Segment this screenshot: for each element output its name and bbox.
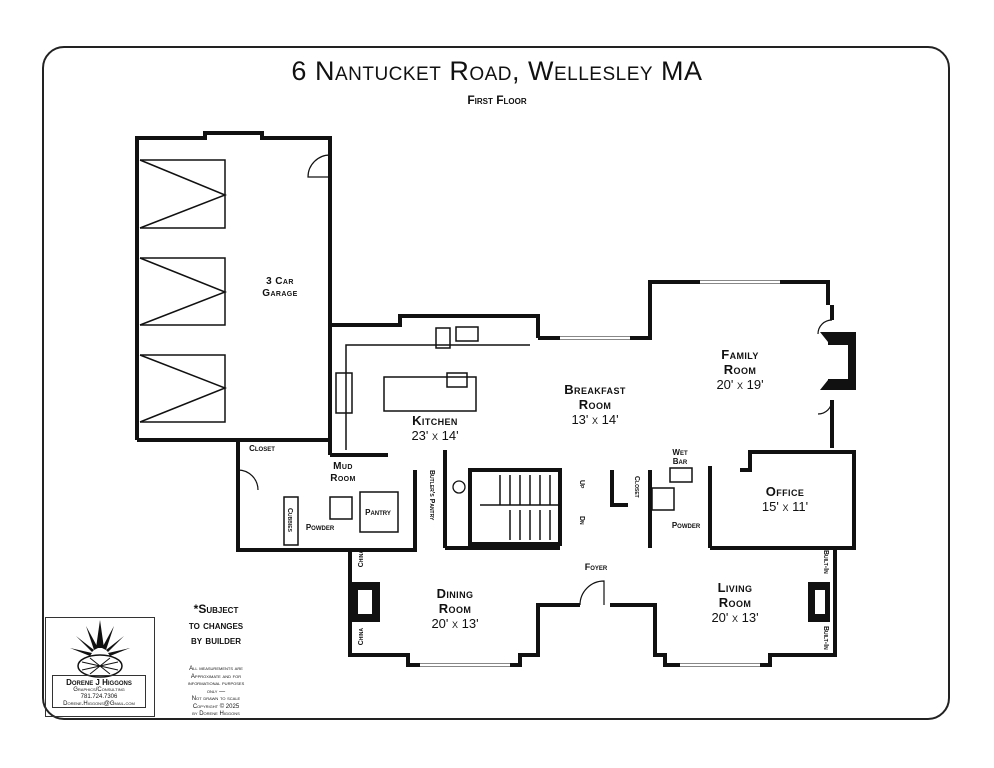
powder-right-label: Powder — [671, 521, 701, 530]
foyer-label: Foyer — [584, 562, 608, 572]
page-title: 6 Nantucket Road, Wellesley MA — [291, 56, 703, 86]
pineapple-logo-icon — [70, 620, 130, 678]
pantry-label: Pantry — [365, 508, 391, 517]
stairs-down-label: Dn — [578, 516, 585, 525]
dining-wall — [348, 550, 580, 667]
front-door-swing — [579, 580, 605, 606]
logo-card: Dorene J Higgons Graphics/Consulting 781… — [52, 675, 146, 708]
china-top-label: China — [358, 550, 365, 568]
garage-bay-2 — [140, 257, 226, 326]
wet-bar-sink — [669, 467, 693, 483]
cubbies-box — [283, 496, 299, 546]
dishwasher — [435, 327, 451, 349]
garage-label: 3 Car Garage — [262, 276, 298, 299]
pantry-box — [359, 491, 399, 533]
mudroom-door-swing — [237, 469, 259, 491]
garage-bay-3-door — [139, 354, 228, 423]
garage-bay-1 — [140, 159, 226, 229]
island-sink — [446, 372, 468, 388]
built-in-bottom-label: Built-In — [822, 626, 829, 650]
garage-door-swing — [307, 154, 331, 178]
logo-box — [45, 617, 155, 717]
family-door-swing — [817, 319, 833, 335]
powder-sink-right — [651, 487, 675, 511]
garage-bay-2-door — [139, 257, 228, 326]
pantry-fixture-icon — [452, 480, 466, 494]
floor-subtitle: First Floor — [467, 93, 527, 107]
powder-sink-left — [329, 496, 353, 520]
living-wall — [610, 548, 837, 667]
family-label: Family Room 20' x 19' — [716, 347, 764, 392]
stairs-up-label: Up — [578, 480, 585, 489]
closet-left-label: Closet — [249, 444, 275, 453]
kitchen-sink — [455, 326, 479, 342]
subject-note: *Subject to changes by builder — [188, 602, 244, 648]
page-frame — [42, 46, 950, 720]
garage-wall — [135, 131, 332, 455]
built-in-top-label: Built-In — [822, 550, 829, 574]
kitchen-north-wall — [330, 314, 540, 338]
range-cooktop — [335, 372, 353, 414]
kitchen-island — [383, 376, 477, 412]
powder-left-label: Powder — [305, 523, 335, 532]
butlers-pantry-label: Butler's Pantry — [428, 470, 435, 521]
office-wall — [710, 450, 856, 550]
office-label: Office 15' x 11' — [761, 484, 809, 514]
dining-label: Dining Room 20' x 13' — [431, 586, 479, 631]
breakfast-label: Breakfast Room 13' x 14' — [564, 382, 626, 427]
mudroom-wall — [236, 440, 417, 552]
cubbies-label: Cubbies — [286, 508, 293, 532]
mudroom-label: Mud Room — [330, 461, 356, 484]
family-door-swing-2 — [817, 399, 833, 415]
breakfast-north-wall — [538, 280, 830, 340]
kitchen-counter-perimeter — [345, 344, 530, 450]
right-powder-wall — [610, 470, 628, 507]
living-label: Living Room 20' x 13' — [711, 580, 759, 625]
china-bottom-label: China — [358, 628, 365, 646]
garage-bay-3 — [140, 354, 226, 423]
stair-enclosure — [468, 468, 562, 546]
garage-bay-1-door — [139, 159, 228, 229]
kitchen-label: Kitchen 23' x 14' — [411, 413, 459, 443]
disclaimer: All measurements are Approximate and for… — [187, 666, 245, 717]
closet-right-label: Closet — [633, 476, 640, 498]
